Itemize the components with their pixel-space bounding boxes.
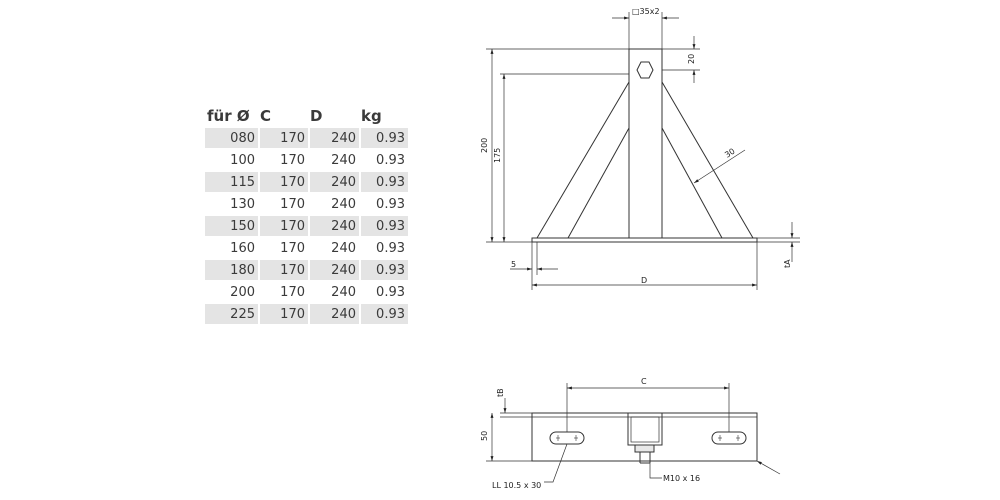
cell-c: 170 xyxy=(258,150,308,170)
cell-kg: 0.93 xyxy=(359,194,408,214)
bolt-head xyxy=(634,444,655,453)
cell-diameter: 100 xyxy=(230,152,255,168)
cell-diameter: 180 xyxy=(205,260,258,280)
dim-c-label: C xyxy=(641,377,647,386)
dim-50-label: 50 xyxy=(480,431,489,441)
vertical-tube xyxy=(628,48,663,239)
cell-d: 240 xyxy=(308,304,359,324)
slot-size-label: LL 10.5 x 30 xyxy=(492,481,541,490)
header-diameter: für Ø xyxy=(207,107,250,125)
table-header-row: für Ø C D kg xyxy=(205,106,408,126)
cell-diameter: 115 xyxy=(205,172,258,192)
cell-kg: 0.93 xyxy=(359,304,408,324)
cell-c: 170 xyxy=(258,194,308,214)
cell-d: 240 xyxy=(308,238,359,258)
cell-c: 170 xyxy=(258,216,308,236)
cell-kg: 0.93 xyxy=(359,172,408,192)
cell-d: 240 xyxy=(308,216,359,236)
cell-kg: 0.93 xyxy=(359,282,408,302)
header-c: C xyxy=(260,107,272,125)
cell-d: 240 xyxy=(308,260,359,280)
cell-kg: 0.93 xyxy=(359,238,408,258)
dim-175-label: 175 xyxy=(493,148,502,163)
top-view xyxy=(486,383,781,483)
cell-diameter: 130 xyxy=(230,196,255,212)
cell-d: 240 xyxy=(308,172,359,192)
tube-size-label: □35x2 xyxy=(632,7,660,16)
dim-200-label: 200 xyxy=(480,138,489,153)
cell-kg: 0.93 xyxy=(359,216,408,236)
hex-bolt-icon xyxy=(636,61,654,79)
cell-d: 240 xyxy=(308,128,359,148)
cell-d: 240 xyxy=(308,194,359,214)
bolt-size-label: M10 x 16 xyxy=(663,474,700,483)
cell-diameter: 200 xyxy=(230,284,255,300)
cell-c: 170 xyxy=(258,238,308,258)
dim-20-label: 20 xyxy=(687,54,696,64)
top-plate xyxy=(531,412,758,462)
cell-d: 240 xyxy=(308,150,359,170)
cell-diameter: 080 xyxy=(205,128,258,148)
cell-c: 170 xyxy=(258,304,308,324)
dim-5-label: 5 xyxy=(511,260,516,269)
cell-diameter: 225 xyxy=(205,304,258,324)
dim-d-label: D xyxy=(641,276,647,285)
dim-ta-label: tA xyxy=(783,259,792,268)
header-kg: kg xyxy=(361,107,382,125)
dim-tb-label: tB xyxy=(496,388,505,397)
cell-d: 240 xyxy=(308,282,359,302)
cell-c: 170 xyxy=(258,172,308,192)
cell-c: 170 xyxy=(258,282,308,302)
cell-c: 170 xyxy=(258,128,308,148)
base-plate xyxy=(531,237,758,243)
cell-kg: 0.93 xyxy=(359,260,408,280)
front-view xyxy=(486,12,800,290)
cell-c: 170 xyxy=(258,260,308,280)
cell-diameter: 150 xyxy=(205,216,258,236)
cell-kg: 0.93 xyxy=(359,150,408,170)
dim-30-label: 30 xyxy=(723,147,736,160)
cell-diameter: 160 xyxy=(230,240,255,256)
cell-kg: 0.93 xyxy=(359,128,408,148)
header-d: D xyxy=(310,107,323,125)
